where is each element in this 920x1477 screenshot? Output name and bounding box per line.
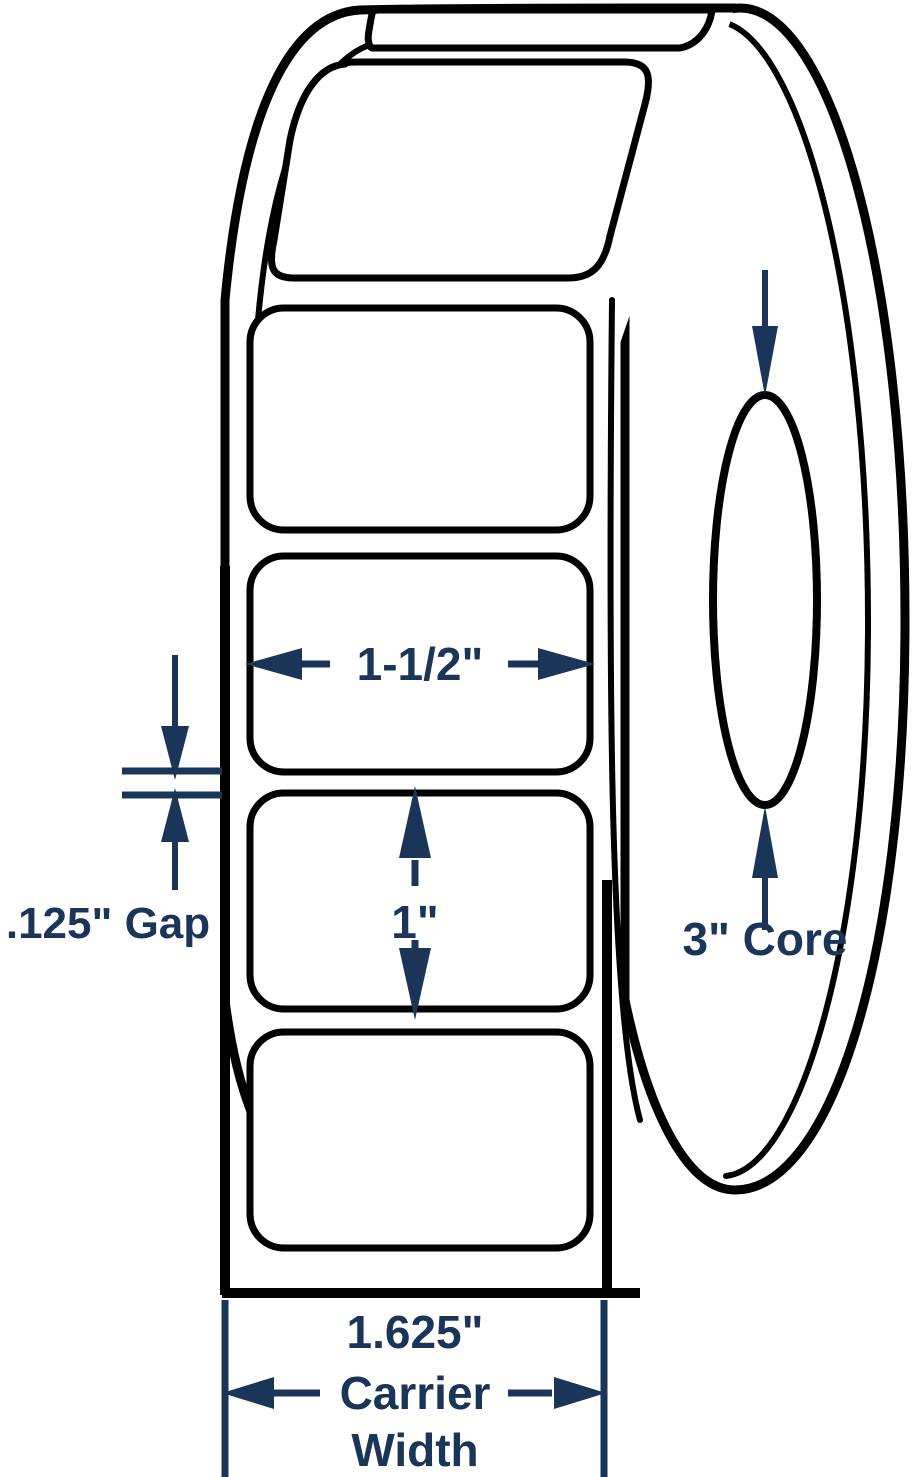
core-value: 3" Core <box>683 913 848 965</box>
label-rect-4 <box>246 1028 594 1252</box>
label-perspective-upper <box>268 58 652 282</box>
height-dim-top-arrowhead <box>399 786 431 858</box>
carrier-liner-group <box>220 566 640 1298</box>
core-dim-top-arrowhead <box>752 326 778 396</box>
carrier-width-dimension: 1.625" Carrier Width <box>221 1300 608 1477</box>
label-stack-group <box>246 6 716 1252</box>
core-hole <box>709 391 821 809</box>
height-dim-bottom-arrowhead <box>399 948 431 1020</box>
label-width-dimension: 1-1/2" <box>245 638 595 690</box>
roll-web-right-fold <box>607 297 643 1123</box>
carrier-width-value-line1: 1.625" <box>347 1306 484 1358</box>
gap-dimension: .125" Gap <box>6 655 222 948</box>
core-dim-bottom-arrowhead <box>752 806 778 878</box>
width-dim-left-arrowhead <box>245 648 302 680</box>
carrier-dim-left-arrowhead <box>222 1377 274 1409</box>
label-height-value: 1" <box>391 896 438 948</box>
carrier-dim-right-arrowhead <box>554 1377 606 1409</box>
label-width-value: 1-1/2" <box>357 638 484 690</box>
width-dim-right-arrowhead <box>538 648 595 680</box>
roll-disc-inner-rim <box>720 19 871 1179</box>
label-top-foreshortened <box>364 6 716 52</box>
core-dimension: 3" Core <box>683 270 848 965</box>
label-rect-3 <box>246 789 594 1013</box>
label-height-dimension: 1" <box>391 786 439 1020</box>
gap-dim-top-arrowhead <box>161 726 189 780</box>
carrier-width-value-line3: Width <box>351 1424 478 1476</box>
label-rect-1 <box>246 304 594 534</box>
gap-value: .125" Gap <box>6 899 210 948</box>
gap-dim-bottom-arrowhead <box>161 788 189 842</box>
carrier-width-value-line2: Carrier <box>340 1367 491 1419</box>
